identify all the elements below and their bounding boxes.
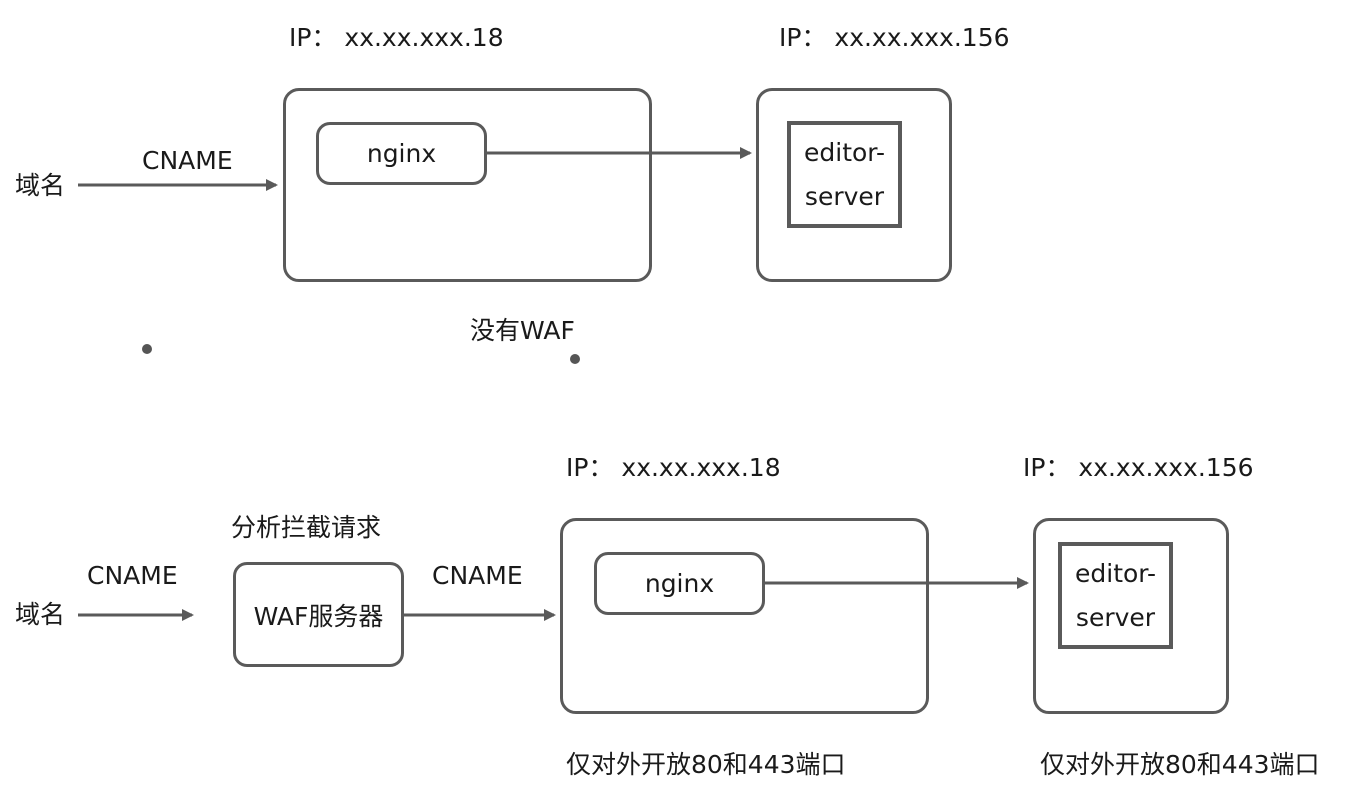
top-nginx-node: nginx [316,122,487,185]
waf-label: 分析拦截请求 [231,513,382,542]
bottom-server-18-box [560,518,929,714]
top-server-156-box [756,88,952,282]
top-editor-server-node: editor- server [787,121,902,228]
bottom-domain-label: 域名 [15,600,66,629]
decor-dot [142,344,152,354]
bottom-editor-server-node: editor- server [1058,542,1173,649]
bottom-server-156-box [1033,518,1229,714]
bottom-cname-label-2: CNAME [432,561,523,590]
bottom-note-right: 仅对外开放80和443端口 [1040,750,1320,779]
bottom-ip-left: IP： xx.xx.xxx.18 [566,453,781,482]
top-ip-right: IP： xx.xx.xxx.156 [779,23,1010,52]
top-server-18-box [283,88,652,282]
bottom-note-left: 仅对外开放80和443端口 [566,750,846,779]
top-caption: 没有WAF [470,316,575,345]
top-ip-left: IP： xx.xx.xxx.18 [289,23,504,52]
top-domain-label: 域名 [15,171,66,200]
bottom-ip-right: IP： xx.xx.xxx.156 [1023,453,1254,482]
waf-server-node: WAF服务器 [233,562,404,667]
top-cname-label: CNAME [142,146,233,175]
bottom-cname-label-1: CNAME [87,561,178,590]
decor-dot [570,354,580,364]
bottom-nginx-node: nginx [594,552,765,615]
